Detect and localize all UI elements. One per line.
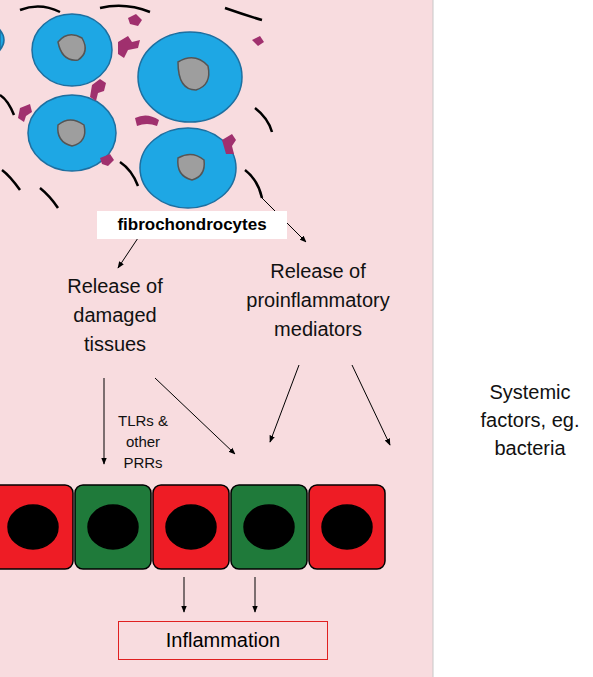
tissue-cells <box>0 485 385 569</box>
node-text: fibrochondrocytes <box>117 215 266 235</box>
process-label: Release of damaged tissues <box>55 272 175 359</box>
fibers <box>0 6 272 208</box>
panel-background <box>0 0 433 677</box>
panel-divider <box>433 0 434 677</box>
node-text: Inflammation <box>166 629 281 652</box>
factor-label: Systemic factors, eg. bacteria <box>472 378 588 462</box>
matrix-molecules <box>18 14 264 166</box>
cell-type-box: fibrochondrocytes <box>97 211 287 239</box>
process-label: Release of proinflammatory mediators <box>236 257 400 344</box>
receptor-label: TLRs & other PRRs <box>112 410 174 473</box>
nuclei <box>58 35 209 180</box>
outcome-box: Inflammation <box>118 621 328 660</box>
fibrochondrocyte-cells <box>0 14 242 208</box>
